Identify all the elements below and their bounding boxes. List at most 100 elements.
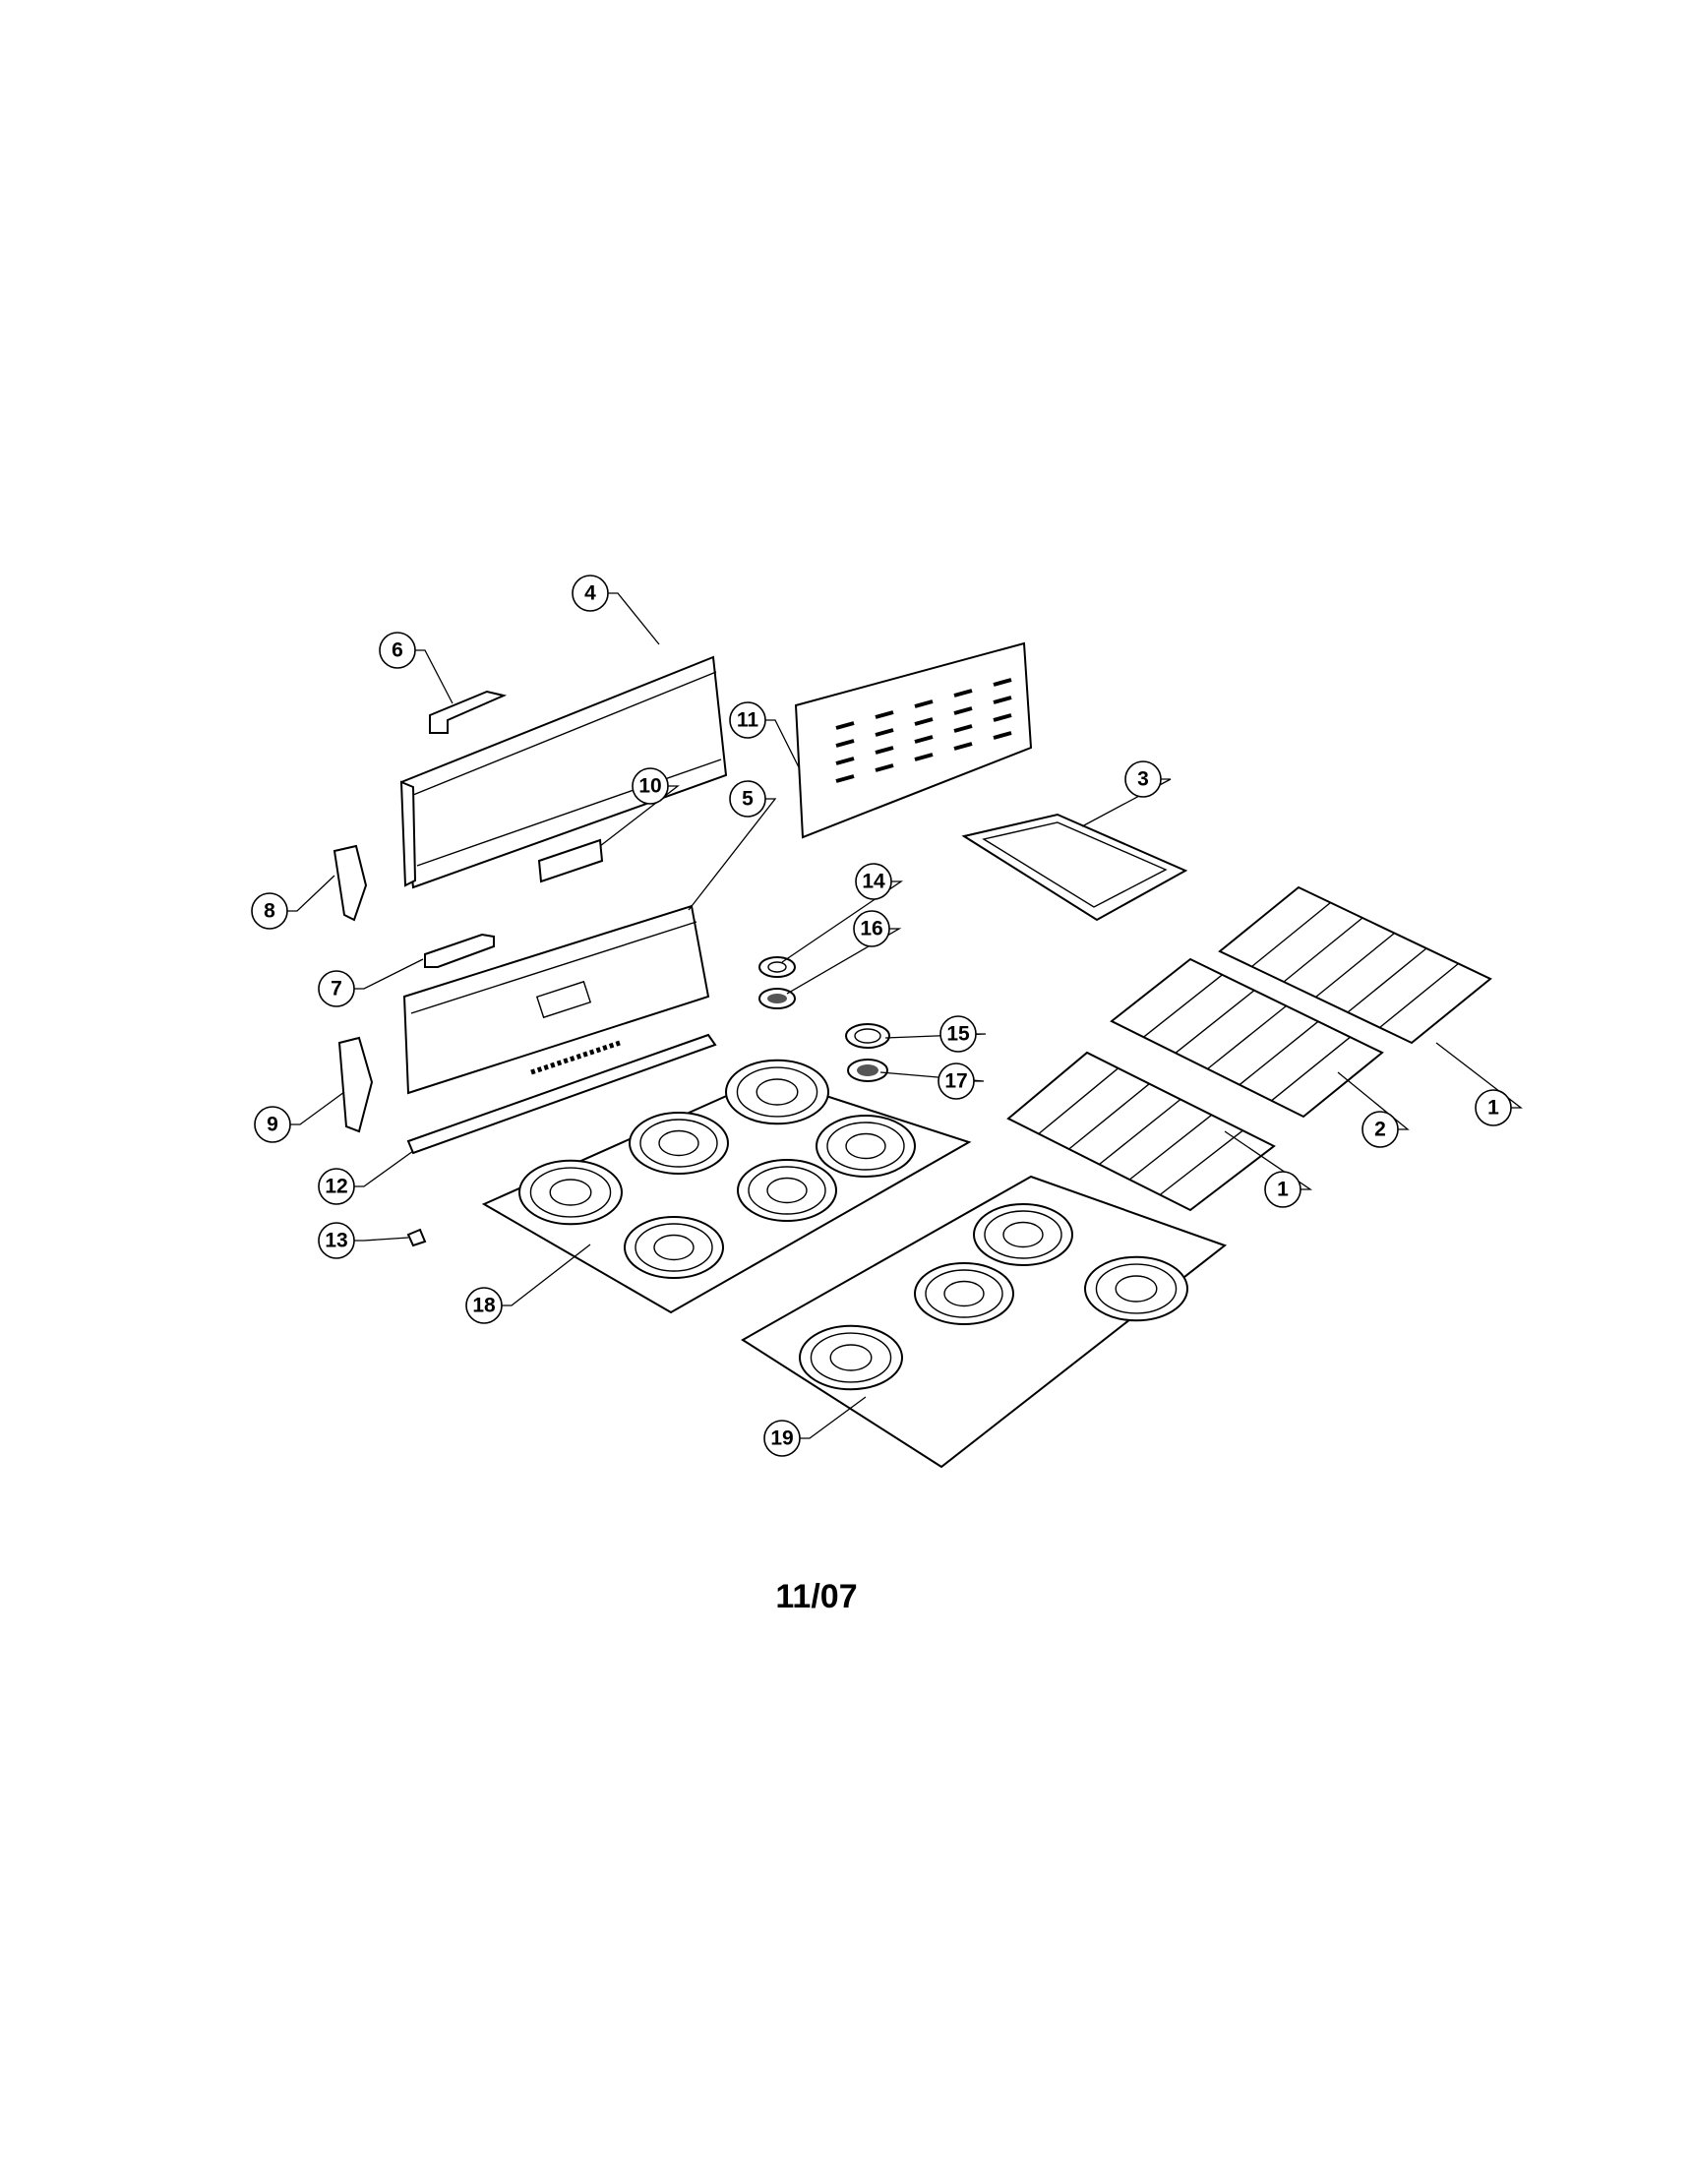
- vent-slot: [835, 721, 855, 730]
- part-17-head: [847, 1059, 888, 1082]
- callout-6: 6: [379, 632, 454, 704]
- callout-15: 15: [884, 1015, 987, 1053]
- callout-number: 8: [264, 900, 275, 923]
- callout-number: 6: [392, 639, 403, 662]
- part-6-trim: [429, 690, 508, 734]
- callout-number: 13: [325, 1230, 347, 1252]
- callout-number: 4: [584, 582, 596, 605]
- callout-number: 15: [946, 1023, 970, 1046]
- callout-4: 4: [572, 575, 660, 645]
- part-19-cooktop: [741, 1175, 1228, 1469]
- leader-line: [765, 719, 800, 768]
- part-5-control-panel: [402, 904, 710, 1095]
- vent-slot: [953, 706, 973, 715]
- grates: [1006, 885, 1492, 1212]
- part-18-cooktop: [481, 1059, 972, 1314]
- vent-slot: [914, 717, 934, 726]
- leader-line: [354, 1237, 409, 1242]
- callout-7: 7: [318, 958, 424, 1007]
- part-7-trim: [424, 933, 495, 968]
- callout-number: 7: [331, 978, 342, 1001]
- part-3-tray: [961, 813, 1188, 922]
- grate: [1006, 1051, 1276, 1212]
- burner: [518, 1159, 623, 1226]
- callout-12: 12: [318, 1150, 414, 1205]
- vent-slot: [914, 753, 934, 761]
- vent-slot: [953, 724, 973, 733]
- burner: [1084, 1255, 1188, 1322]
- callout-number: 9: [267, 1114, 278, 1136]
- leader-line: [688, 798, 777, 911]
- vent-slot: [835, 774, 855, 783]
- callout-1: 1: [1435, 1042, 1523, 1126]
- vent-slot: [914, 699, 934, 708]
- leader-line: [884, 1033, 987, 1039]
- callout-number: 16: [860, 918, 882, 940]
- vent-slot: [875, 710, 894, 719]
- callout-16: 16: [786, 910, 902, 995]
- burner: [725, 1059, 829, 1125]
- vent-slot: [875, 763, 894, 772]
- leader-line: [354, 1150, 414, 1187]
- leader-line: [287, 875, 335, 912]
- burner: [973, 1203, 1073, 1266]
- leader-line: [1435, 1042, 1523, 1109]
- leader-line: [290, 1091, 345, 1125]
- leader-line: [786, 928, 902, 995]
- vent-slot: [953, 689, 973, 698]
- burner: [737, 1159, 837, 1222]
- vent-slot: [875, 746, 894, 755]
- burner: [799, 1324, 903, 1391]
- burner: [629, 1112, 729, 1175]
- callout-number: 11: [737, 709, 759, 732]
- callout-number: 10: [638, 775, 661, 798]
- part-8-side-trim: [333, 844, 368, 922]
- vent-slot: [993, 678, 1012, 687]
- leader-line: [502, 1244, 591, 1306]
- callout-14: 14: [781, 863, 904, 963]
- callout-8: 8: [251, 875, 335, 930]
- burner: [624, 1216, 724, 1279]
- part-10-keypad: [537, 838, 604, 883]
- leader-line: [1081, 778, 1172, 827]
- part-15-cap: [845, 1023, 890, 1049]
- leader-line: [1224, 1130, 1313, 1190]
- callout-number: 1: [1277, 1179, 1289, 1201]
- part-13-clip: [406, 1228, 427, 1247]
- callout-13: 13: [318, 1222, 409, 1259]
- callout-17: 17: [879, 1062, 985, 1100]
- leader-line: [781, 880, 904, 963]
- callout-number: 17: [944, 1070, 967, 1093]
- part-11-rear-panel: [794, 641, 1033, 839]
- leader-line: [354, 958, 424, 990]
- callout-number: 3: [1137, 768, 1149, 791]
- callout-number: 2: [1374, 1119, 1386, 1141]
- callout-11: 11: [729, 701, 800, 768]
- burner: [816, 1115, 916, 1178]
- callout-9: 9: [254, 1091, 345, 1143]
- callout-number: 5: [742, 788, 754, 811]
- callout-number: 18: [472, 1295, 496, 1317]
- leader-line: [599, 785, 680, 847]
- part-14-cap: [758, 956, 796, 978]
- leader-line: [1337, 1071, 1410, 1130]
- callout-5: 5: [688, 780, 777, 911]
- part-4-backguard: [399, 655, 728, 889]
- vent-slot: [914, 735, 934, 744]
- callout-2: 2: [1337, 1071, 1410, 1148]
- leader-line: [608, 592, 660, 645]
- part-12-rail: [406, 1033, 717, 1155]
- callout-3: 3: [1081, 760, 1172, 827]
- leader-line: [879, 1071, 985, 1082]
- callout-1: 1: [1224, 1130, 1313, 1208]
- callout-19: 19: [763, 1396, 867, 1457]
- leader-line: [415, 649, 454, 704]
- vent-slot: [993, 696, 1012, 704]
- burner: [914, 1262, 1014, 1325]
- part-9-side-trim: [337, 1036, 374, 1133]
- callout-number: 1: [1487, 1097, 1499, 1120]
- grate: [1218, 885, 1492, 1045]
- callout-number: 12: [325, 1176, 347, 1198]
